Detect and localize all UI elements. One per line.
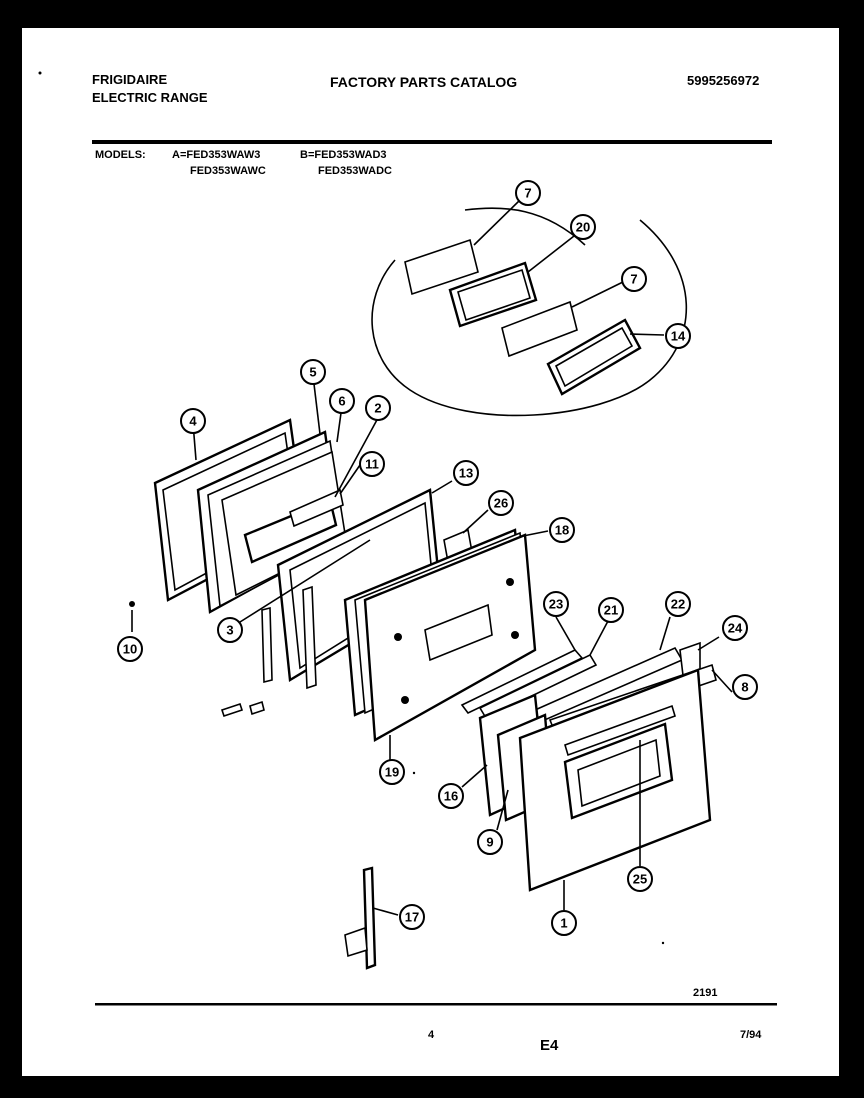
svg-text:2: 2	[374, 401, 381, 416]
window-frame-14-inner	[554, 326, 634, 388]
door-hole	[394, 633, 402, 641]
svg-text:21: 21	[604, 603, 618, 618]
latch-rod-3	[261, 606, 273, 684]
model-group-a-2: FED353WAWC	[190, 165, 266, 177]
callout-19: 19	[379, 759, 405, 785]
catalog-title: FACTORY PARTS CATALOG	[330, 74, 518, 90]
callout-1: 1	[551, 910, 577, 936]
footer-rule	[95, 1003, 777, 1006]
callout-2: 2	[365, 395, 391, 421]
model-group-b-2: FED353WADC	[318, 165, 392, 177]
svg-text:20: 20	[576, 220, 590, 235]
svg-text:17: 17	[405, 910, 419, 925]
models-label: MODELS:	[95, 149, 146, 161]
svg-text:7: 7	[524, 186, 531, 201]
callout-11: 11	[359, 451, 385, 477]
window-glass-7a	[404, 238, 479, 296]
window-gasket-20-inner	[457, 268, 531, 322]
scan-dot	[412, 771, 416, 775]
model-group-a-1: A=FED353WAW3	[172, 149, 261, 161]
svg-text:23: 23	[549, 597, 563, 612]
callout-7: 7	[621, 266, 647, 292]
callout-8: 8	[732, 674, 758, 700]
svg-text:8: 8	[741, 680, 748, 695]
callout-18: 18	[549, 517, 575, 543]
detail-inset-outline	[464, 207, 586, 246]
drawing-number: 2191	[693, 987, 718, 999]
svg-text:5: 5	[309, 365, 316, 380]
svg-text:11: 11	[365, 457, 379, 472]
brand-name: FRIGIDAIRE	[92, 72, 168, 87]
svg-text:16: 16	[444, 789, 458, 804]
svg-text:9: 9	[486, 835, 493, 850]
scan-dot	[38, 71, 42, 75]
callout-23: 23	[543, 591, 569, 617]
callout-24: 24	[722, 615, 748, 641]
callout-6: 6	[329, 388, 355, 414]
leader-lines	[131, 199, 733, 916]
callout-17: 17	[399, 904, 425, 930]
svg-text:1: 1	[560, 916, 567, 931]
callout-7: 7	[515, 180, 541, 206]
svg-text:13: 13	[459, 466, 473, 481]
svg-text:25: 25	[633, 872, 647, 887]
svg-text:14: 14	[671, 329, 686, 344]
page-number: 4	[428, 1029, 435, 1041]
svg-text:24: 24	[728, 621, 743, 636]
catalog-number: 5995256972	[687, 73, 760, 88]
side-trim	[302, 585, 317, 690]
svg-text:10: 10	[123, 642, 137, 657]
model-group-b-1: B=FED353WAD3	[300, 149, 387, 161]
svg-text:18: 18	[555, 523, 569, 538]
screws	[220, 702, 244, 718]
svg-text:6: 6	[338, 394, 345, 409]
window-glass-7b	[501, 300, 578, 358]
callout-16: 16	[438, 783, 464, 809]
callout-9: 9	[477, 829, 503, 855]
door-hinge-17	[362, 866, 377, 970]
door-hole	[511, 631, 519, 639]
section-code: E4	[540, 1037, 559, 1054]
hinge-bracket-11	[289, 488, 344, 528]
svg-text:26: 26	[494, 496, 508, 511]
door-hole	[506, 578, 514, 586]
revision-date: 7/94	[740, 1029, 762, 1041]
svg-text:22: 22	[671, 597, 685, 612]
callout-13: 13	[453, 460, 479, 486]
callout-25: 25	[627, 866, 653, 892]
callout-20: 20	[570, 214, 596, 240]
callout-10: 10	[117, 636, 143, 662]
svg-text:19: 19	[385, 765, 399, 780]
product-name: ELECTRIC RANGE	[92, 90, 208, 105]
svg-text:3: 3	[226, 623, 233, 638]
left-edge-mark	[0, 355, 10, 357]
callout-22: 22	[665, 591, 691, 617]
scan-dot	[38, 21, 42, 25]
header-rule	[92, 140, 772, 144]
screws	[249, 700, 265, 716]
screw-10	[129, 601, 135, 607]
scan-dot	[661, 941, 665, 945]
svg-text:7: 7	[630, 272, 637, 287]
door-panel-19-window	[424, 603, 493, 662]
trim-21	[478, 653, 598, 720]
door-hinge-17-arm	[344, 926, 368, 958]
door-hole	[401, 696, 409, 704]
callout-26: 26	[488, 490, 514, 516]
callout-3: 3	[217, 617, 243, 643]
callout-14: 14	[665, 323, 691, 349]
callout-4: 4	[180, 408, 206, 434]
svg-text:4: 4	[189, 414, 197, 429]
callout-5: 5	[300, 359, 326, 385]
detail-inset-outline	[371, 219, 688, 417]
callout-21: 21	[598, 597, 624, 623]
outer-door-1-handle	[564, 704, 676, 757]
